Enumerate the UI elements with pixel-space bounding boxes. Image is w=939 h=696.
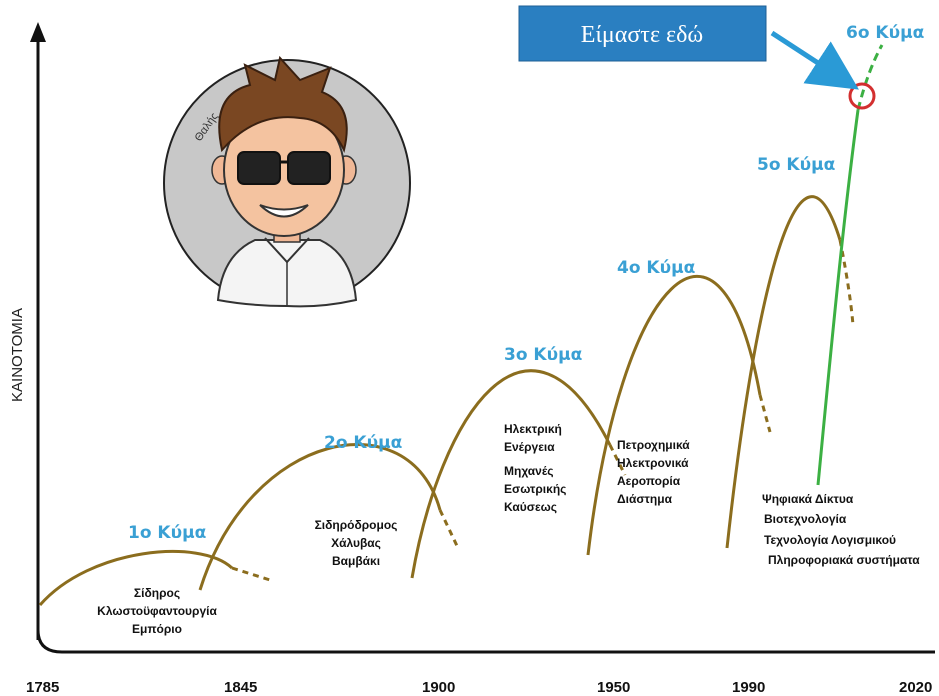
wave-3-items: Ηλεκτρική Ενέργεια Μηχανές Εσωτρικής Καύ…: [504, 422, 566, 514]
wave-1-item: Κλωστοϋφαντουργία: [97, 604, 217, 618]
wave-4-dashed-tail: [758, 394, 772, 433]
wave-4-item: Αεροπορία: [617, 474, 681, 488]
wave-3-item: Ενέργεια: [504, 440, 555, 454]
x-tick-1900: 1900: [422, 679, 455, 696]
wave-6-dashed-tail: [856, 44, 884, 111]
avatar-glasses-right: [287, 151, 331, 185]
wave-5-item: Τεχνολογία Λογισμικού: [764, 533, 896, 547]
wave-1-item: Σίδηρος: [134, 586, 180, 600]
avatar-mouth: [259, 204, 309, 218]
wave-2-label: 2ο Κύμα: [324, 433, 402, 453]
banner-text: Είμαστε εδώ: [581, 22, 703, 48]
wave-5-item: Βιοτεχνολογία: [764, 512, 847, 526]
wave-4-label: 4ο Κύμα: [617, 258, 695, 278]
wave-6-label: 6ο Κύμα: [846, 23, 924, 43]
here-banner: Είμαστε εδώ: [518, 5, 767, 62]
current-position-marker: [848, 82, 876, 110]
wave-2-items: Σιδηρόδρομος Χάλυβας Βαμβάκι: [315, 518, 398, 568]
x-tick-1785: 1785: [26, 679, 59, 696]
wave-4-item: Ηλεκτρονικά: [617, 456, 689, 470]
wave-1-label: 1ο Κύμα: [128, 523, 206, 543]
x-tick-labels: 1785 1845 1900 1950 1990 2020: [26, 679, 932, 696]
banner-arrow: [770, 30, 859, 90]
wave-5-item: Ψηφιακά Δίκτυα: [762, 492, 854, 506]
x-tick-1845: 1845: [224, 679, 257, 696]
wave-2-dashed-tail: [438, 509, 460, 549]
wave-1-dashed-tail: [231, 566, 271, 582]
wave-2-item: Βαμβάκι: [332, 554, 380, 568]
wave-2-item: Χάλυβας: [331, 536, 381, 550]
wave-5-item: Πληροφοριακά συστήματα: [768, 553, 920, 567]
wave-5-curve: [725, 195, 842, 549]
wave-3-dashed-tail: [608, 444, 627, 476]
x-tick-1990: 1990: [732, 679, 765, 696]
wave-3-item: Καύσεως: [504, 500, 557, 514]
wave-5-label: 5ο Κύμα: [757, 155, 835, 175]
x-axis-line: [36, 629, 935, 654]
wave-3-label: 3ο Κύμα: [504, 345, 582, 365]
wave-2-curve: [198, 443, 442, 591]
x-tick-2020: 2020: [899, 679, 932, 696]
wave-curves: [38, 195, 855, 606]
wave-4-items: Πετροχημικά Ηλεκτρονικά Αεροπορία Διάστη…: [617, 438, 690, 506]
avatar-hair: [218, 55, 348, 153]
wave-3-item: Ηλεκτρική: [504, 422, 562, 436]
axes: [30, 22, 935, 654]
wave-6-curve: [816, 109, 860, 486]
banner-box: [518, 5, 767, 62]
wave-5-dashed-tail: [838, 239, 855, 326]
avatar: Θαλής: [163, 55, 411, 308]
x-tick-1950: 1950: [597, 679, 630, 696]
wave-1-curve: [38, 549, 234, 606]
y-axis-arrow: [30, 22, 46, 42]
wave-4-item: Διάστημα: [617, 492, 673, 506]
wave-1-item: Εμπόριο: [132, 622, 182, 636]
wave-3-item: Μηχανές: [504, 464, 554, 478]
wave-2-item: Σιδηρόδρομος: [315, 518, 398, 532]
wave-1-items: Σίδηρος Κλωστοϋφαντουργία Εμπόριο: [97, 586, 217, 636]
wave-3-curve: [410, 369, 612, 579]
wave-5-items: Ψηφιακά Δίκτυα Βιοτεχνολογία Τεχνολογία …: [762, 492, 920, 567]
wave-3-item: Εσωτρικής: [504, 482, 566, 496]
wave-4-item: Πετροχημικά: [617, 438, 690, 452]
avatar-glasses-left: [237, 151, 281, 185]
y-axis-label: ΚΑΙΝΟΤΟΜΙΑ: [9, 308, 26, 402]
wave-4-curve: [586, 275, 762, 556]
